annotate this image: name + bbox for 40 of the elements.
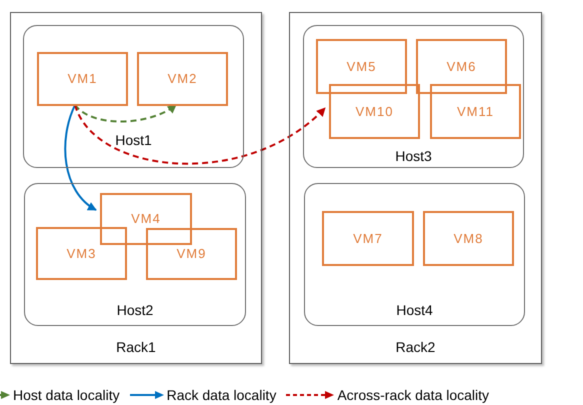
vm-label: VM4 xyxy=(131,210,161,228)
vm-label: VM2 xyxy=(168,70,198,88)
vm-label: VM7 xyxy=(353,230,383,248)
vm-label: VM10 xyxy=(356,102,394,121)
host-box xyxy=(304,183,525,326)
vm-label: VM3 xyxy=(66,244,96,263)
host-box xyxy=(23,25,244,168)
rack-box xyxy=(289,12,542,364)
vm-box xyxy=(146,228,237,280)
legend-text: Host data locality xyxy=(13,386,120,405)
host-box xyxy=(24,183,246,326)
host-label: Host4 xyxy=(395,303,434,317)
vm-label: VM5 xyxy=(346,58,376,76)
arrow xyxy=(74,104,326,164)
host-label: Host1 xyxy=(114,133,153,147)
vm-label: VM8 xyxy=(454,230,484,248)
vm-label: VM11 xyxy=(457,102,494,121)
rack-label: Rack1 xyxy=(115,340,157,354)
host-label: Host2 xyxy=(116,303,154,317)
vm-box xyxy=(316,39,407,94)
host-label: Host3 xyxy=(394,149,433,163)
vm-box xyxy=(100,193,192,245)
vm-box xyxy=(329,84,420,139)
vm-label: VM1 xyxy=(68,70,98,88)
legend-text: Rack data locality xyxy=(166,386,276,405)
vm-box xyxy=(430,84,521,139)
vm-box xyxy=(37,52,128,106)
rack-label: Rack2 xyxy=(394,340,436,354)
vm-label: VM9 xyxy=(176,245,206,264)
vm-box xyxy=(423,211,514,266)
arrow xyxy=(64,104,97,211)
vm-box xyxy=(322,211,414,266)
arrow xyxy=(74,104,177,122)
rack-box xyxy=(10,12,262,364)
vm-box xyxy=(36,227,127,280)
vm-box xyxy=(137,52,228,106)
vm-label: VM6 xyxy=(446,58,476,76)
host-box xyxy=(303,25,524,168)
vm-box xyxy=(416,39,507,94)
legend-text: Across-rack data locality xyxy=(337,386,490,405)
